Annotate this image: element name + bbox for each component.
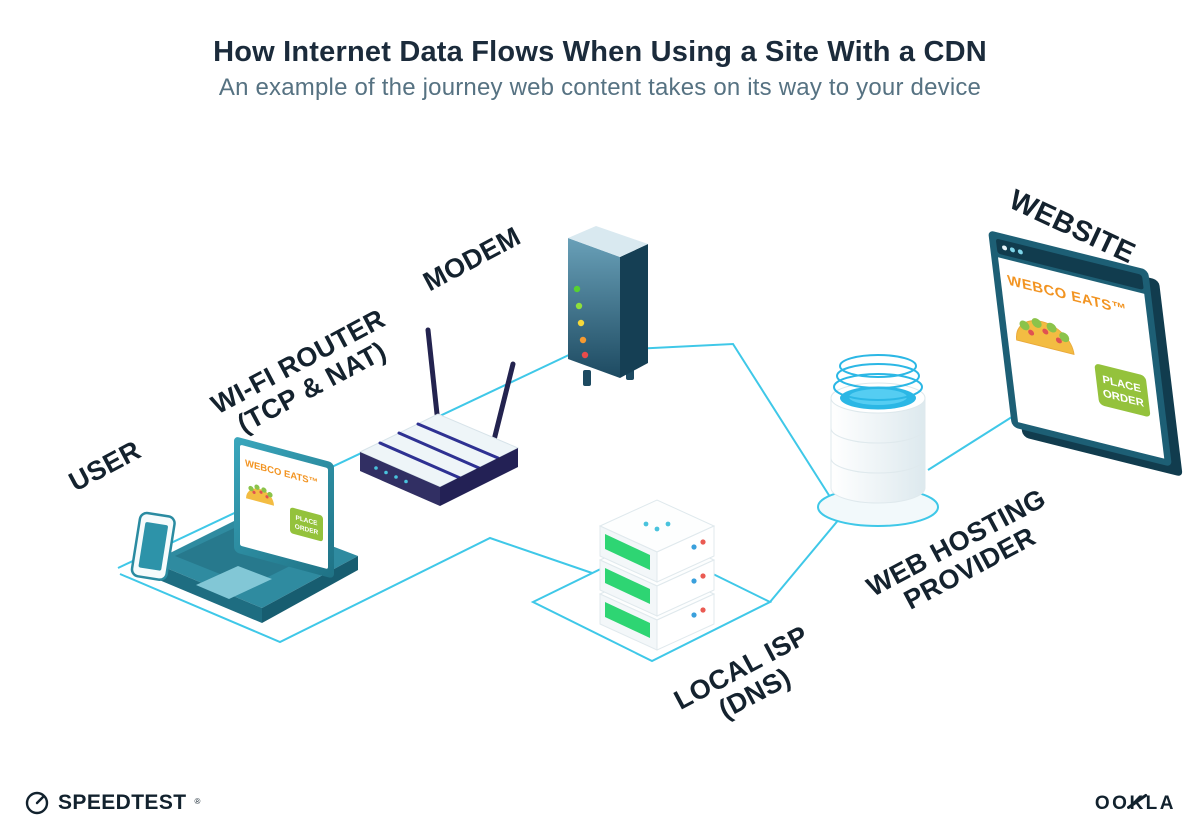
modem-front (568, 238, 620, 378)
line-hosting-to-website (927, 414, 1016, 471)
web-hosting-icon (817, 354, 939, 527)
line-modem-to-hosting (611, 342, 833, 501)
place-order-button[interactable]: PLACE ORDER (1094, 363, 1151, 418)
website-browser-icon: WEBCO EATS™ PLACE ORDER (988, 231, 1183, 476)
router-body-right (440, 448, 518, 506)
line-isp-to-hosting (769, 511, 846, 603)
user-laptop-icon: WEBCO EATS™ PLACE ORDER (130, 437, 358, 623)
speedtest-gauge-icon (25, 791, 49, 815)
page-title: How Internet Data Flows When Using a Sit… (213, 36, 987, 68)
server-top-dots (643, 521, 671, 532)
laptop-order-badge: PLACE ORDER (290, 507, 323, 542)
ookla-logo: OOKLA (1095, 793, 1176, 815)
browser-topbar (996, 239, 1144, 290)
router-status-lights (374, 466, 408, 484)
router-antenna-left (425, 327, 440, 417)
laptop-taco-icon (246, 484, 274, 506)
phone-icon (130, 511, 176, 581)
modem-foot-left (583, 370, 591, 386)
laptop-screen-page (240, 445, 328, 569)
speedtest-trademark: ® (194, 796, 201, 806)
line-user-to-isp (119, 536, 593, 644)
router-antenna-right (491, 361, 516, 443)
line-user-to-modem (117, 344, 591, 569)
server-unit-top (598, 499, 716, 583)
laptop-touchpad (196, 566, 272, 599)
website-taco-icon (1016, 318, 1075, 355)
router-top-stripes (378, 422, 500, 480)
speedtest-logo: SPEEDTEST ® (24, 790, 200, 816)
isp-server-icon (598, 499, 716, 651)
taco-shell (1016, 320, 1075, 355)
page-subtitle: An example of the journey web content ta… (218, 74, 982, 101)
modem-top (568, 226, 648, 257)
laptop-base-front (152, 562, 262, 623)
laptop-screen: WEBCO EATS™ PLACE ORDER (234, 437, 334, 578)
modem-icon (568, 226, 648, 386)
modem-leds (573, 285, 589, 359)
browser-traffic-dots (1002, 245, 1023, 255)
modem-right (620, 244, 648, 378)
wifi-router-icon (358, 327, 520, 506)
speedtest-wordmark: SPEEDTEST (58, 791, 187, 814)
hosting-rings (833, 354, 923, 401)
router-body-front (360, 452, 440, 506)
